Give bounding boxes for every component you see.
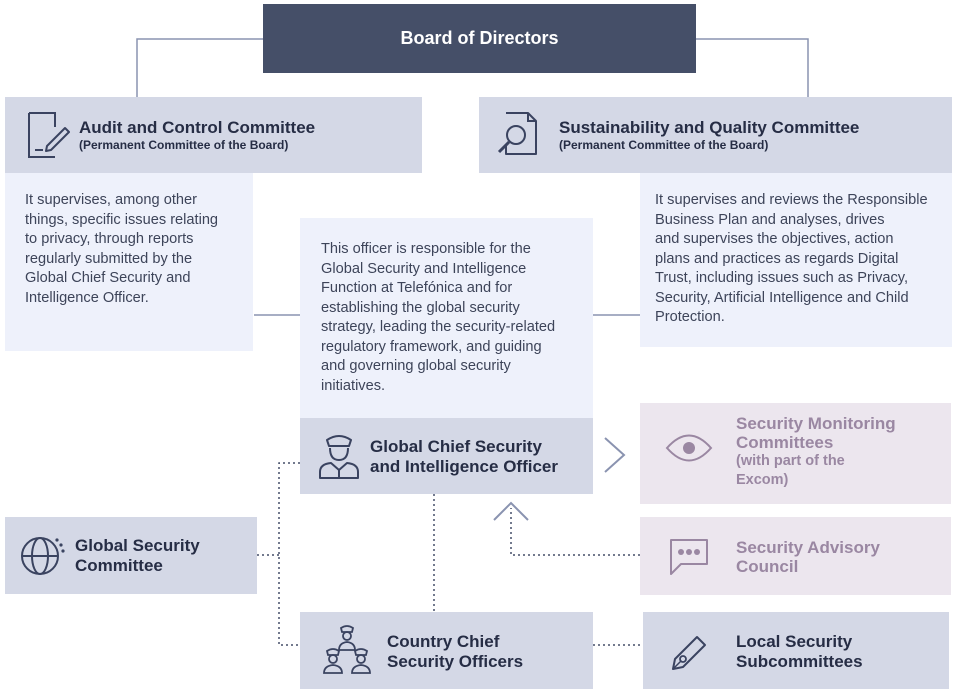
eye-icon [665,434,713,462]
sustainability-committee-header: Sustainability and Quality Committee (Pe… [479,97,952,173]
audit-description: It supervises, among other things, speci… [25,192,219,306]
global-chief-security-officer-box: Global Chief Security and Intelligence O… [300,418,593,494]
sustainability-description: It supervises and reviews the Responsibl… [655,192,928,325]
audit-committee-title: Audit and Control Committee [79,118,316,137]
global-security-committee-box: Global Security Committee [5,517,257,594]
board-of-directors-box: Board of Directors [263,4,696,73]
sustainability-description-box: It supervises and reviews the Responsibl… [640,173,952,347]
officer-description: This officer is responsible for the Glob… [321,241,556,394]
sustainability-committee-title: Sustainability and Quality Committee [559,118,860,137]
left-dotted-bracket [278,462,300,646]
security-officer-icon [319,435,359,479]
global-committee-title: Global Security Committee [75,536,200,575]
up-chevron [493,501,529,521]
advisory-to-officer-dotted [510,508,640,556]
country-title: Country Chief Security Officers [387,632,524,671]
monitoring-text: Security Monitoring Committees (with par… [736,414,896,488]
sustainability-committee-subtitle: (Permanent Committee of the Board) [559,138,769,152]
officer-description-box: This officer is responsible for the Glob… [300,218,593,418]
audit-committee-header: Audit and Control Committee (Permanent C… [5,97,422,173]
officers-group-icon [323,625,371,674]
country-chief-security-officers-box: Country Chief Security Officers [300,612,593,689]
local-security-subcommittees-box: Local Security Subcommittees [643,612,949,689]
right-chevron [604,437,626,473]
local-title: Local Security Subcommittees [736,632,863,671]
document-magnifier-icon [497,112,537,155]
audit-description-box: It supervises, among other things, speci… [5,173,253,351]
officer-title: Global Chief Security and Intelligence O… [370,437,558,476]
globe-icon [21,537,65,575]
board-to-audit-line [136,38,263,97]
security-advisory-council-box: Security Advisory Council [640,517,951,595]
board-title: Board of Directors [400,28,559,48]
document-pen-icon [28,112,70,158]
advisory-text: Security Advisory Council [736,538,880,576]
audit-committee-subtitle: (Permanent Committee of the Board) [79,138,289,152]
pen-icon [672,636,706,670]
security-monitoring-committees-box: Security Monitoring Committees (with par… [640,403,951,504]
chat-bubble-icon [670,539,708,575]
board-to-sustainability-line [696,38,809,97]
